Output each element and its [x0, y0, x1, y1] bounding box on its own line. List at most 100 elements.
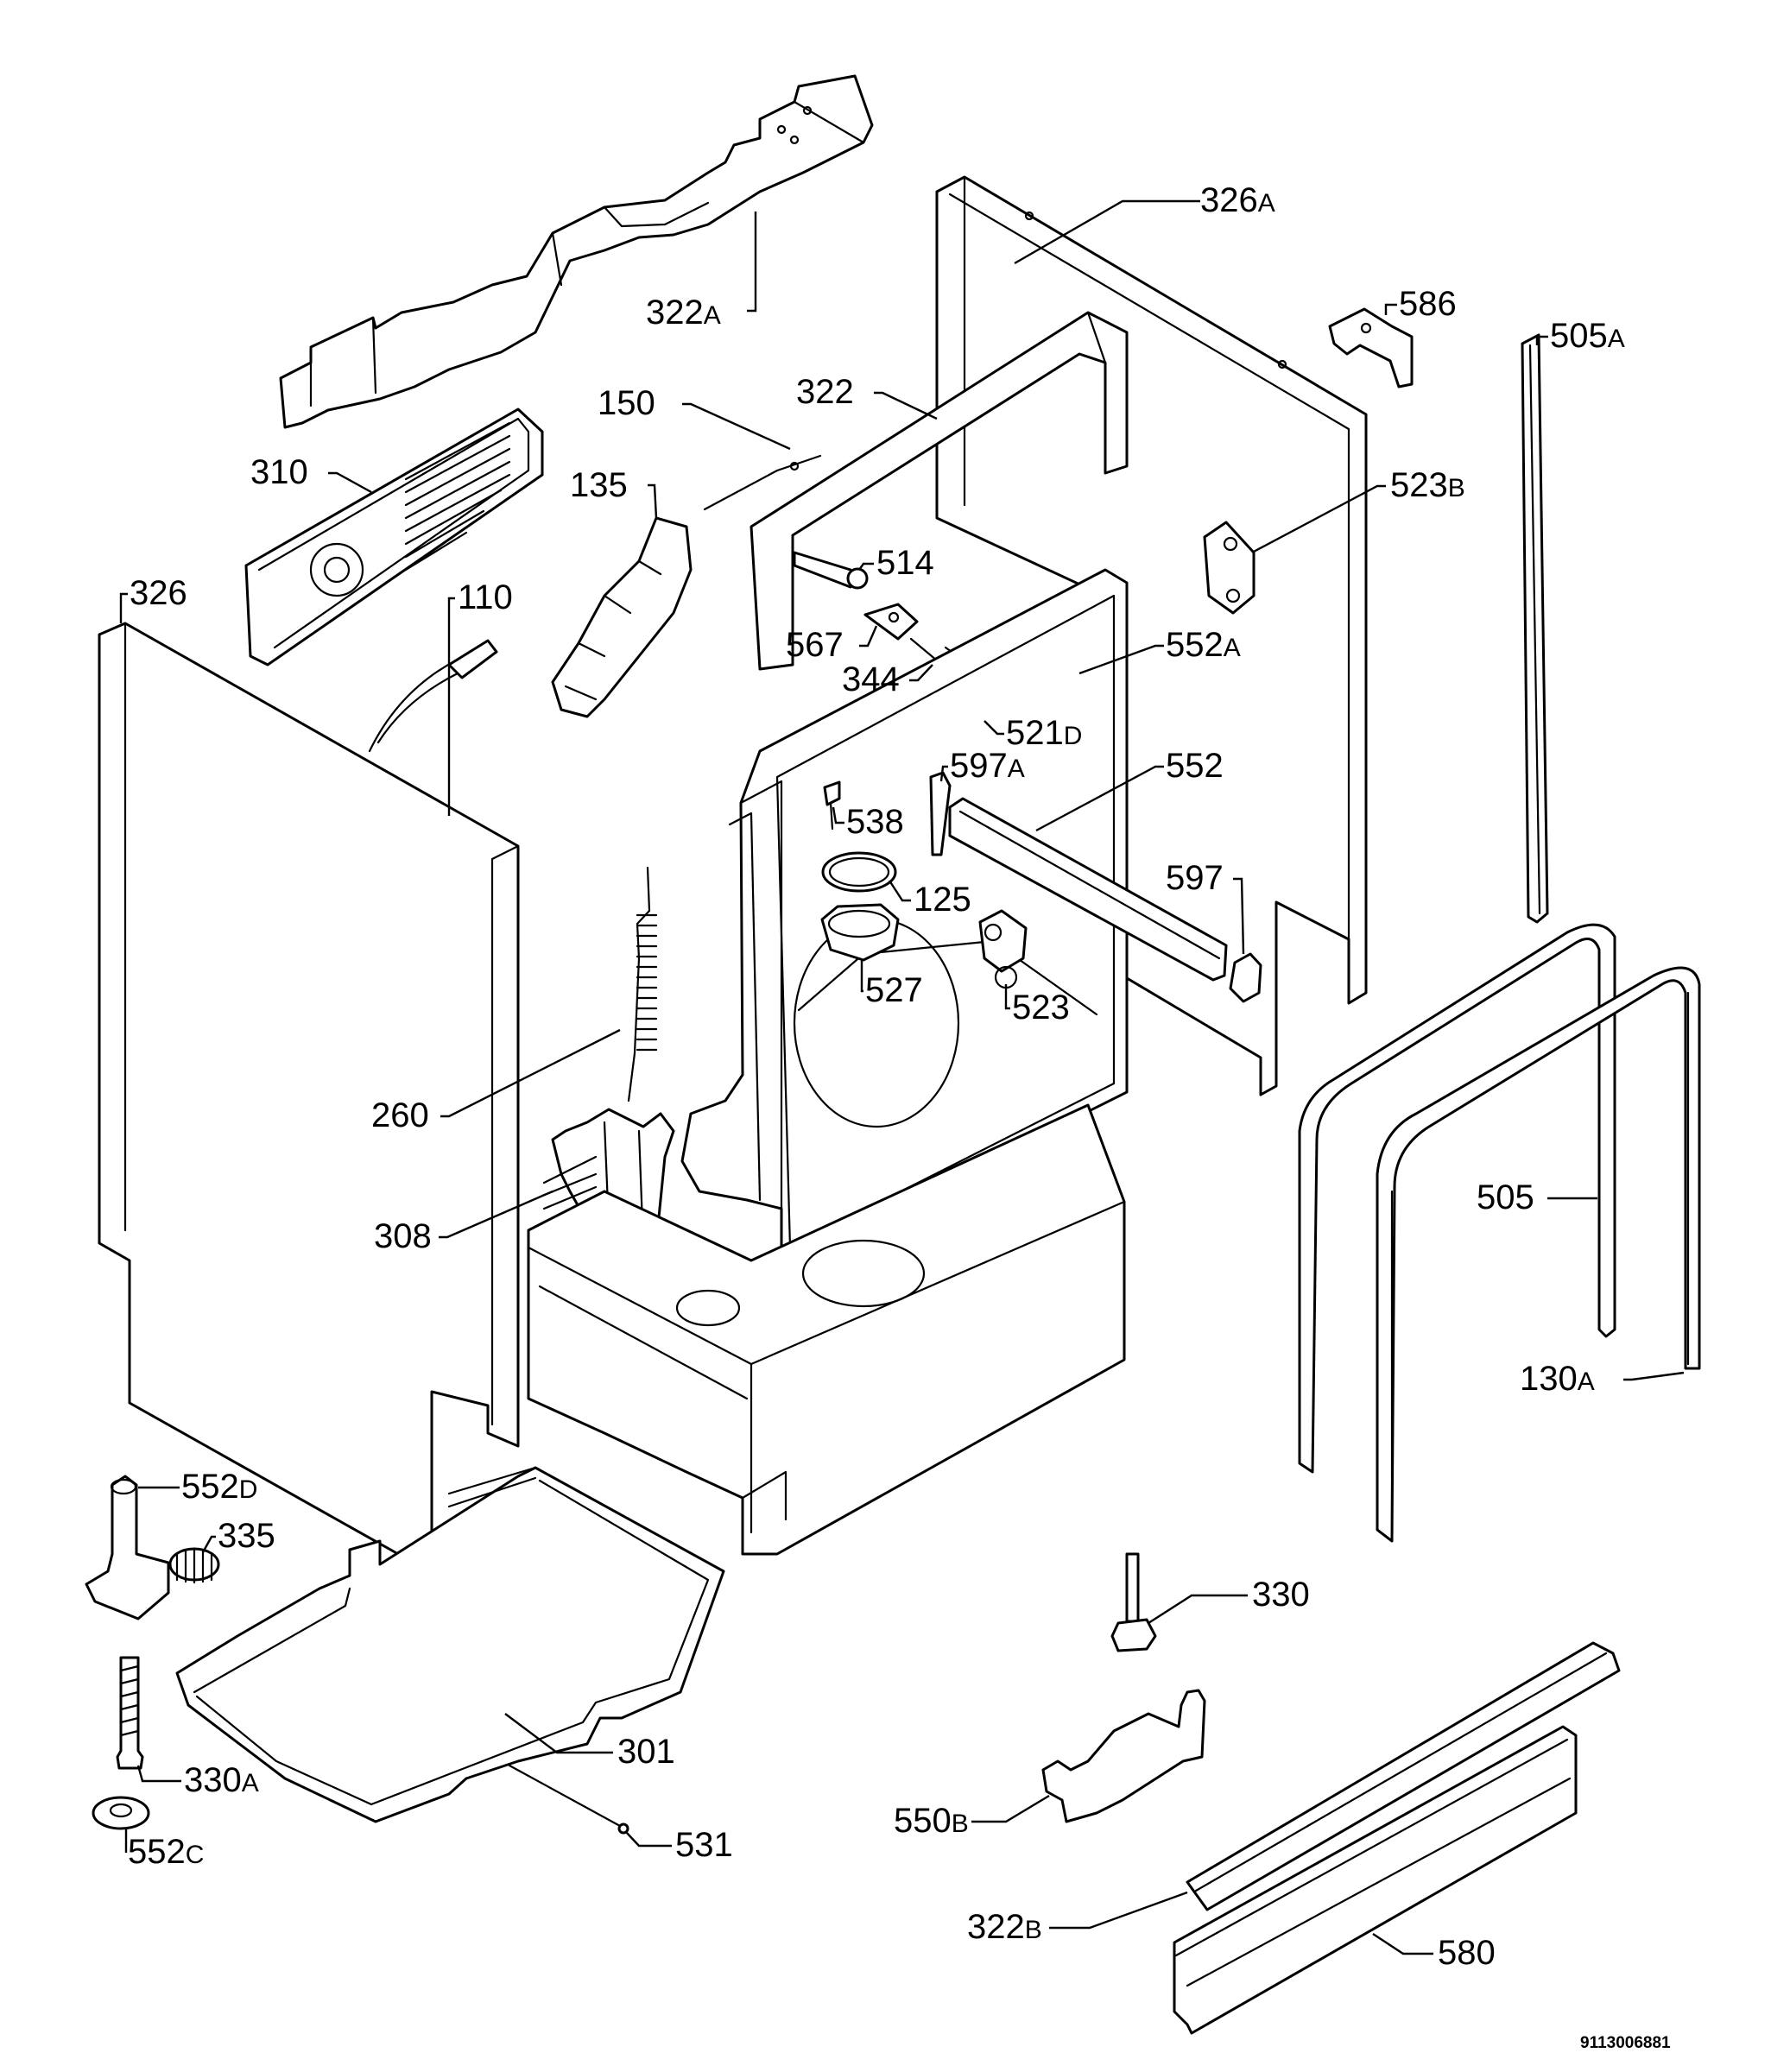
leader-line	[504, 1713, 613, 1754]
callout-326a: 326A	[1014, 181, 1275, 265]
leader-line	[1049, 1891, 1188, 1930]
callout-label: 521D	[1006, 714, 1082, 752]
callout-number: 150	[598, 384, 655, 422]
leader-line	[888, 880, 911, 902]
callout-514: 514	[858, 544, 934, 582]
leader-line	[682, 402, 791, 451]
part-strip-505A	[1521, 333, 1549, 924]
callout-label: 505	[1477, 1178, 1534, 1216]
part-gasket-505	[1298, 923, 1616, 1474]
callout-586: 586	[1384, 285, 1457, 323]
leader-line	[1233, 877, 1245, 955]
leader-line	[1384, 303, 1397, 315]
callout-suffix: A	[1008, 755, 1025, 783]
callout-label: 308	[374, 1217, 432, 1255]
part-foot-552D	[85, 1475, 170, 1620]
callout-538: 538	[832, 803, 904, 841]
callout-552d: 552D	[138, 1468, 257, 1506]
callout-label: 260	[371, 1096, 429, 1134]
callout-number: 310	[250, 453, 308, 491]
callout-number: 597	[1166, 859, 1224, 897]
callout-523: 523	[1004, 984, 1070, 1027]
part-bracket-586	[1328, 307, 1414, 388]
part-screw-330A	[116, 1656, 144, 1770]
callout-322: 322	[796, 373, 938, 420]
callout-130a: 130A	[1520, 1360, 1685, 1398]
callout-330: 330	[1148, 1576, 1310, 1625]
callout-552c: 552C	[124, 1829, 204, 1871]
part-gear-335	[168, 1547, 220, 1584]
leader-line	[1148, 1594, 1248, 1625]
leader-line	[625, 1831, 672, 1848]
callout-number: 538	[846, 803, 904, 841]
callout-number: 552	[1166, 626, 1224, 664]
leader-line	[832, 806, 844, 824]
leader-line	[1035, 765, 1164, 832]
callout-523b: 523B	[1251, 466, 1465, 554]
callout-567: 567	[786, 625, 878, 664]
leader-line	[860, 960, 863, 993]
callout-label: 586	[1399, 285, 1457, 323]
leader-line	[440, 1028, 621, 1118]
callout-310: 310	[250, 453, 372, 494]
callout-label: 552C	[128, 1833, 204, 1871]
callout-label: 505A	[1550, 317, 1625, 355]
callout-label: 322	[796, 373, 854, 411]
callout-number: 523	[1012, 989, 1070, 1027]
callout-number: 322	[646, 294, 704, 332]
leader-line	[648, 483, 658, 519]
callout-597a: 597A	[939, 747, 1025, 785]
leader-line	[909, 664, 933, 682]
callout-number: 505	[1550, 317, 1608, 355]
callout-number: 580	[1438, 1934, 1496, 1972]
callout-label: 301	[617, 1733, 675, 1771]
leader-line	[136, 1765, 181, 1783]
callout-number: 514	[876, 544, 934, 582]
callout-suffix: B	[1025, 1916, 1042, 1944]
callout-531: 531	[625, 1826, 733, 1864]
callout-number: 344	[842, 660, 900, 698]
callout-301: 301	[504, 1713, 675, 1771]
callout-label: 552D	[181, 1468, 257, 1506]
callout-597: 597	[1166, 859, 1245, 955]
callout-label: 130A	[1520, 1360, 1595, 1398]
callout-number: 135	[570, 466, 628, 504]
leader-line	[858, 562, 874, 571]
callout-335: 335	[201, 1517, 275, 1555]
callout-150: 150	[598, 384, 791, 451]
part-plinth-frame-301	[175, 1466, 725, 1835]
callout-suffix: B	[1448, 474, 1465, 502]
part-oring-125	[821, 851, 897, 893]
callout-322a: 322A	[646, 212, 757, 332]
part-washer-552C	[92, 1796, 150, 1830]
callout-label: 322B	[967, 1908, 1042, 1946]
part-clip-597	[1229, 952, 1262, 1003]
leader-line	[201, 1535, 216, 1553]
callout-label: 550B	[894, 1802, 969, 1840]
callout-number: 322	[796, 373, 854, 411]
part-vent-grille	[244, 407, 544, 666]
part-duct-135	[551, 516, 693, 718]
callout-label: 326A	[1200, 181, 1275, 219]
callout-suffix: A	[704, 301, 721, 330]
part-clip-597A	[929, 771, 952, 856]
callout-number: 505	[1477, 1178, 1534, 1216]
callout-suffix: A	[242, 1769, 259, 1797]
callout-505a: 505A	[1535, 317, 1625, 355]
part-tub	[680, 568, 1129, 1267]
part-hose-110	[368, 639, 498, 753]
callout-label: 523B	[1390, 466, 1465, 504]
callout-number: 335	[218, 1517, 275, 1555]
callout-label: 330	[1252, 1576, 1310, 1614]
callout-number: 130	[1520, 1360, 1578, 1398]
callout-label: 150	[598, 384, 655, 422]
callout-number: 125	[914, 881, 971, 919]
callout-label: 326	[130, 574, 187, 612]
callout-label: 523	[1012, 989, 1070, 1027]
callout-125: 125	[888, 880, 971, 919]
part-side-panel	[98, 622, 520, 1560]
leader-line	[1004, 984, 1010, 1010]
callout-580: 580	[1372, 1932, 1496, 1972]
callout-number: 326	[1200, 181, 1258, 219]
